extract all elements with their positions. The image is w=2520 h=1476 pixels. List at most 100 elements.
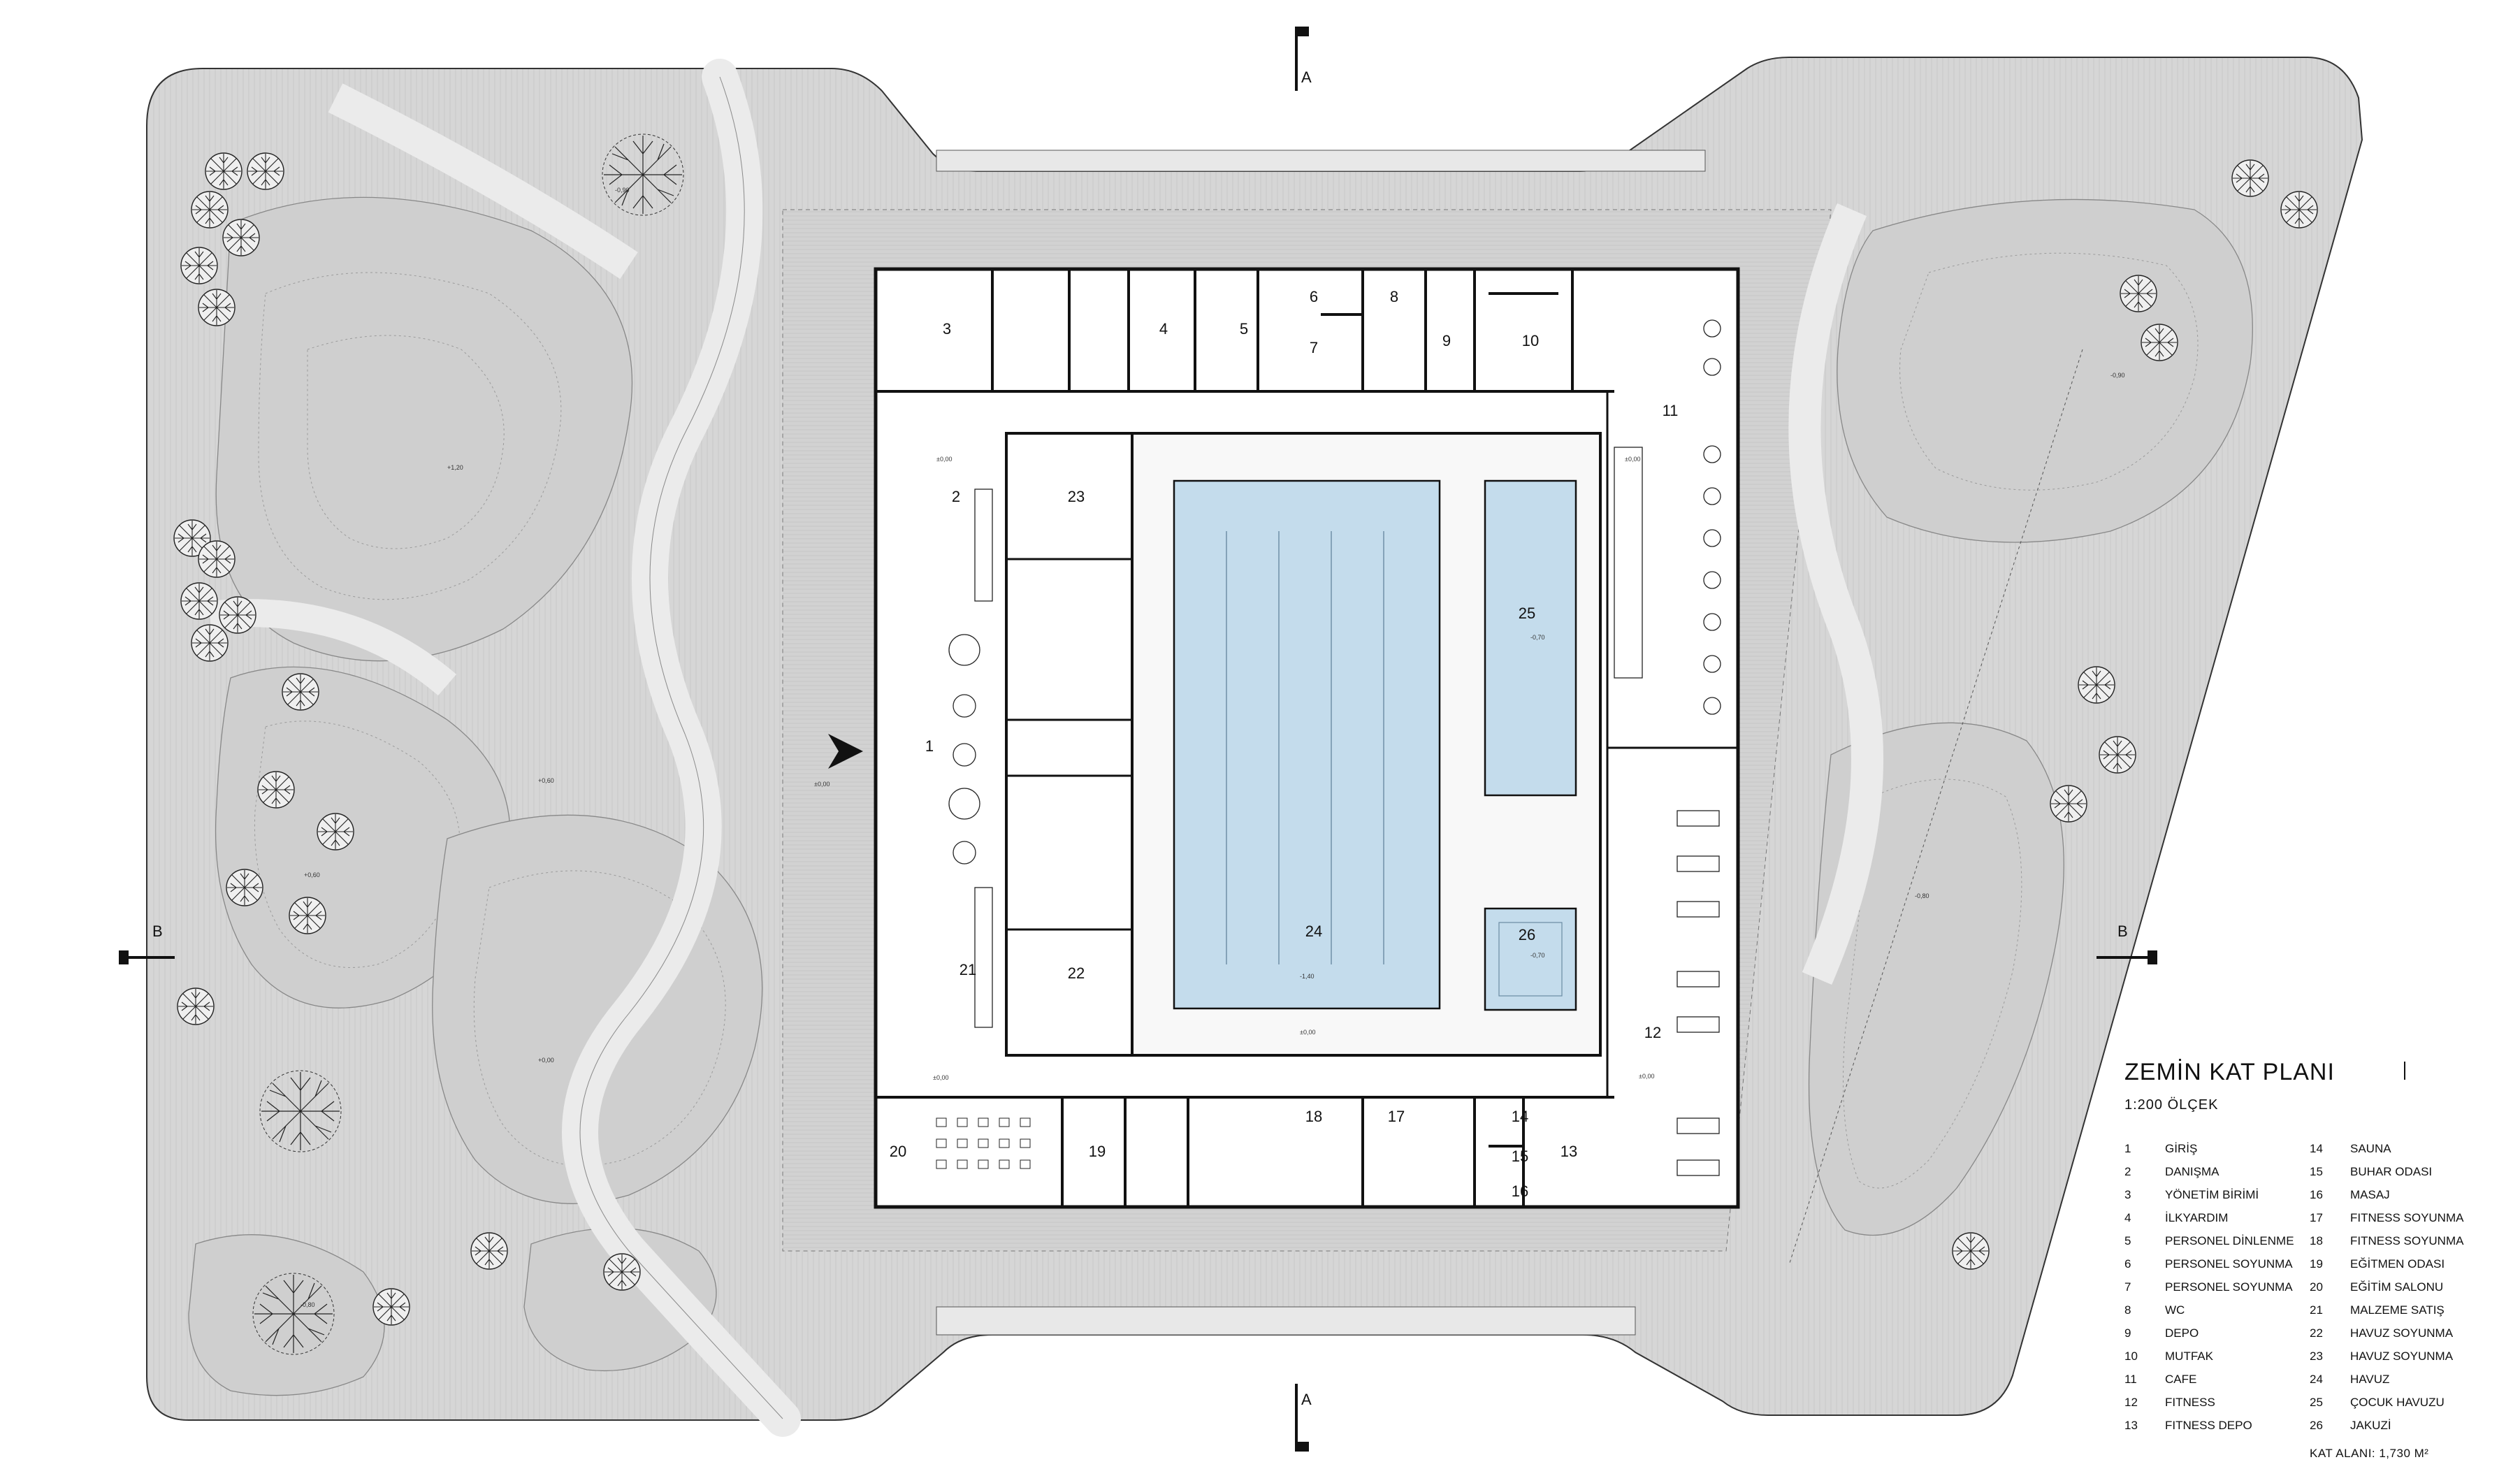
legend-item-number: 17: [2310, 1211, 2323, 1224]
room-number: 11: [1663, 402, 1679, 419]
legend-item-number: 1: [2124, 1142, 2131, 1155]
level-mark: -0,70: [1530, 634, 1545, 641]
parking-top: [936, 150, 1706, 172]
legend-item-number: 16: [2310, 1188, 2323, 1201]
legend-item-name: MALZEME SATIŞ: [2350, 1303, 2445, 1317]
legend-item-number: 25: [2310, 1396, 2323, 1409]
room-number: 19: [1089, 1143, 1106, 1160]
level-mark: ±0,00: [814, 781, 830, 788]
room-number: 3: [943, 320, 951, 338]
lawn-left-corner: [188, 1234, 385, 1396]
legend-item-name: DANIŞMA: [2165, 1165, 2220, 1178]
section-mark-a-bottom: A: [1301, 1391, 1312, 1408]
legend-item-name: MUTFAK: [2165, 1350, 2213, 1363]
room-number: 24: [1305, 922, 1322, 940]
legend-item-name: WC: [2165, 1303, 2185, 1317]
legend-item: 7 PERSONEL SOYUNMA: [2124, 1275, 2310, 1298]
level-mark: +0,00: [538, 1057, 554, 1064]
room-number: 23: [1068, 488, 1085, 505]
level-mark: ±0,00: [933, 1074, 948, 1081]
legend-item-number: 14: [2310, 1142, 2323, 1155]
legend-item: 1 GİRİŞ: [2124, 1137, 2310, 1160]
legend-item-number: 3: [2124, 1188, 2131, 1201]
section-mark-b-right: B: [2117, 922, 2128, 940]
pool-children: [1484, 479, 1577, 797]
legend-item: 9 DEPO: [2124, 1322, 2310, 1345]
legend-item-name: MASAJ: [2350, 1188, 2390, 1201]
legend-item-number: 21: [2310, 1303, 2323, 1317]
legend-item: 20 EĞİTİM SALONU: [2310, 1275, 2495, 1298]
level-mark: -0,80: [1915, 892, 1929, 899]
legend-item-name: GİRİŞ: [2165, 1142, 2198, 1155]
legend-item-name: YÖNETİM BİRİMİ: [2165, 1188, 2259, 1201]
legend-item: 19 EĞİTMEN ODASI: [2310, 1252, 2495, 1275]
legend-item-number: 20: [2310, 1280, 2323, 1294]
room-number: 25: [1519, 605, 1535, 622]
room-number: 17: [1388, 1108, 1405, 1125]
plan-title: ZEMİN KAT PLANI: [2124, 1059, 2335, 1085]
legend-item-name: HAVUZ: [2350, 1373, 2390, 1386]
legend-item-name: EĞİTMEN ODASI: [2350, 1257, 2445, 1271]
lawn-left-top: [215, 196, 633, 662]
legend-item-name: PERSONEL SOYUNMA: [2165, 1257, 2293, 1271]
room-number: 20: [890, 1143, 906, 1160]
legend: ZEMİN KAT PLANI 1:200 ÖLÇEK 1 GİRİŞ 2 DANIŞ…: [2124, 1059, 2516, 1461]
legend-item: 6 PERSONEL SOYUNMA: [2124, 1252, 2310, 1275]
room-number: 9: [1442, 332, 1451, 349]
legend-item-number: 6: [2124, 1257, 2131, 1271]
level-mark: ±0,00: [1639, 1073, 1654, 1080]
legend-item: 21 MALZEME SATIŞ: [2310, 1298, 2495, 1322]
level-mark: -0,90: [2110, 372, 2125, 379]
level-mark: +0,60: [538, 777, 554, 784]
level-mark: ±0,00: [936, 456, 952, 463]
entrance-arrow-icon: [828, 734, 863, 769]
legend-item-name: HAVUZ SOYUNMA: [2350, 1326, 2454, 1340]
level-mark: ±0,00: [1300, 1029, 1315, 1036]
legend-item-name: HAVUZ SOYUNMA: [2350, 1350, 2454, 1363]
room-number: 26: [1519, 926, 1535, 943]
level-mark: ±0,00: [1625, 456, 1640, 463]
legend-item: 4 İLKYARDIM: [2124, 1206, 2310, 1229]
legend-column-1: 1 GİRİŞ 2 DANIŞMA 3 YÖNETİM BİRİMİ 4 İLKYARDIM 5…: [2124, 1137, 2310, 1437]
legend-item-name: EĞİTİM SALONU: [2350, 1280, 2444, 1294]
legend-item: 3 YÖNETİM BİRİMİ: [2124, 1183, 2310, 1206]
level-mark: -1,40: [1300, 973, 1315, 980]
room-number: 6: [1310, 288, 1318, 305]
legend-item-number: 5: [2124, 1234, 2131, 1247]
scale-label: 1:200 ÖLÇEK: [2124, 1097, 2219, 1113]
legend-item-name: FITNESS SOYUNMA: [2350, 1234, 2464, 1247]
level-mark: +1,20: [447, 464, 463, 471]
parking-bottom: [936, 1306, 1636, 1336]
floor-area-label: KAT ALANI: 1,730 M²: [2310, 1447, 2429, 1460]
legend-item-number: 2: [2124, 1165, 2131, 1178]
legend-item-number: 19: [2310, 1257, 2323, 1271]
legend-item: 11 CAFE: [2124, 1368, 2310, 1391]
room-number: 22: [1068, 964, 1085, 982]
legend-item-name: İLKYARDIM: [2165, 1211, 2229, 1224]
legend-item-number: 4: [2124, 1211, 2131, 1224]
room-number: 4: [1159, 320, 1168, 338]
legend-item-number: 12: [2124, 1396, 2138, 1409]
legend-item-name: CAFE: [2165, 1373, 2197, 1386]
room-number: 5: [1240, 320, 1248, 338]
legend-item-name: DEPO: [2165, 1326, 2199, 1340]
room-number: 16: [1512, 1182, 1528, 1200]
legend-item-number: 7: [2124, 1280, 2131, 1294]
legend-item-number: 11: [2124, 1373, 2137, 1386]
legend-item-number: 23: [2310, 1350, 2323, 1363]
section-mark-b-left: B: [152, 922, 163, 940]
legend-item-number: 9: [2124, 1326, 2131, 1340]
legend-item: 23 HAVUZ SOYUNMA: [2310, 1345, 2495, 1368]
legend-item-name: PERSONEL SOYUNMA: [2165, 1280, 2293, 1294]
legend-item-name: FITNESS DEPO: [2165, 1419, 2252, 1432]
legend-item-name: BUHAR ODASI: [2350, 1165, 2433, 1178]
